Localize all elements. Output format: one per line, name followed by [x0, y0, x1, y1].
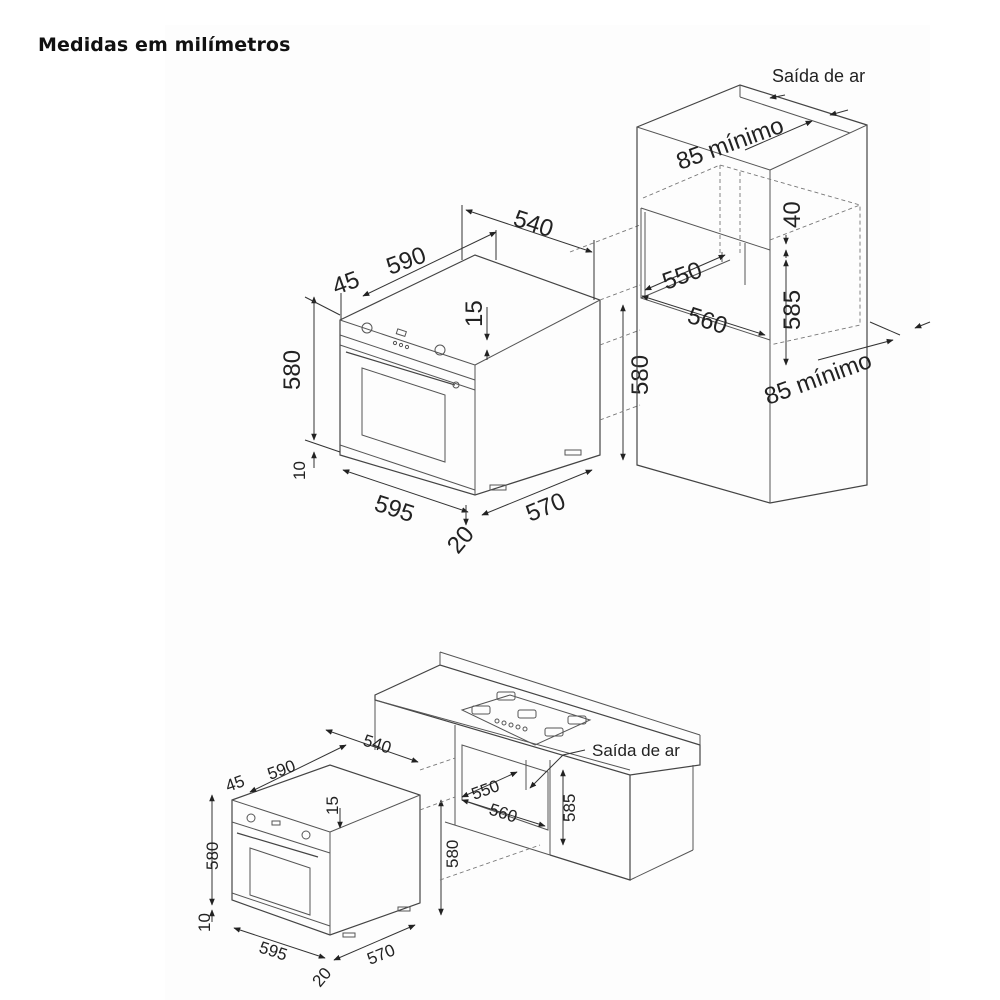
top-oven-foot-label: 10 — [290, 461, 309, 480]
bottom-oven-drawing — [231, 764, 421, 938]
bottom-niche-base-label: 580 — [443, 840, 462, 868]
bottom-oven-top-depth-label: 540 — [361, 731, 394, 758]
page-title: Medidas em milímetros — [38, 34, 291, 56]
bottom-niche-width-label: 560 — [487, 800, 520, 827]
bottom-oven-panel-height-label: 15 — [323, 796, 342, 815]
top-gap-label: 40 — [779, 201, 806, 228]
top-niche-height-label: 585 — [779, 290, 806, 330]
top-oven-offset-label: 20 — [442, 521, 480, 559]
bottom-cabinet-dimensions — [461, 749, 586, 846]
top-oven-width-label: 595 — [371, 490, 417, 528]
top-niche-depth-label: 550 — [659, 257, 706, 296]
top-cabinet-dimensions — [641, 94, 931, 366]
bottom-oven-offset-label: 20 — [309, 964, 336, 991]
bottom-air-outlet-label: Saída de ar — [592, 741, 680, 760]
bottom-oven-foot-label: 10 — [195, 913, 214, 932]
top-clearance-label: 85 mínimo — [673, 112, 788, 176]
top-niche-width-label: 560 — [684, 302, 730, 340]
top-oven-drawing — [339, 254, 601, 496]
top-oven-dimensions — [304, 205, 641, 526]
top-oven-height-label: 580 — [279, 350, 306, 390]
top-oven-panel-height-label: 15 — [461, 300, 488, 327]
top-niche-base-label: 580 — [627, 355, 654, 395]
top-oven-depth-label: 570 — [522, 488, 569, 528]
bottom-niche-height-label: 585 — [560, 794, 579, 822]
bottom-oven-width-label: 595 — [257, 938, 290, 965]
bottom-niche-depth-label: 550 — [469, 776, 502, 804]
bottom-clearance-label: 85 mínimo — [761, 347, 876, 411]
top-oven-panel-offset-label: 45 — [329, 266, 363, 301]
bottom-oven-height-label: 580 — [203, 842, 222, 870]
bottom-oven-dimensions — [209, 729, 541, 961]
bottom-oven-panel-offset-label: 45 — [223, 771, 247, 795]
top-air-outlet-label: Saída de ar — [772, 66, 865, 86]
bottom-oven-top-width-label: 590 — [265, 756, 298, 784]
top-oven-top-depth-label: 540 — [510, 205, 556, 243]
top-oven-top-width-label: 590 — [383, 242, 430, 281]
bottom-countertop-drawing — [374, 651, 701, 881]
